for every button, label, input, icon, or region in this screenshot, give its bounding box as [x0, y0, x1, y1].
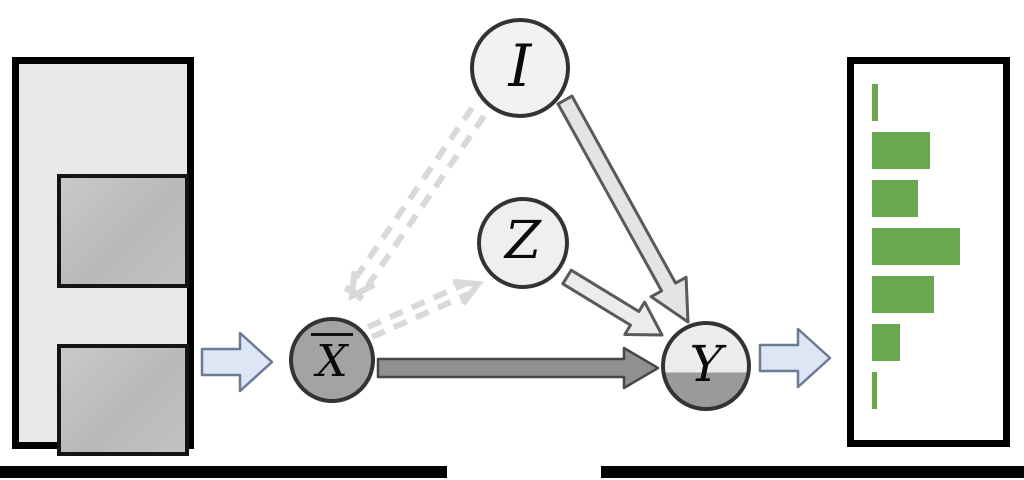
- input-images-panel: [12, 57, 194, 456]
- node-z: Z: [477, 197, 569, 289]
- bottom-rule-left: [0, 466, 447, 478]
- histogram-bar: [872, 132, 930, 169]
- histogram-bar: [872, 228, 960, 265]
- input-image-thumbnail: [57, 174, 189, 288]
- node-z-label: Z: [504, 211, 542, 271]
- node-i: I: [470, 18, 570, 118]
- edge-i-to-xbar-dashed-arrow: [343, 106, 487, 302]
- histogram-bar: [872, 84, 878, 121]
- edge-xbar-to-y-arrow: [376, 346, 660, 390]
- output-bars: [872, 84, 992, 409]
- node-xbar: X: [289, 317, 375, 403]
- input-image-thumbnail: [57, 344, 189, 456]
- flow-arrow-y-to-output: [758, 327, 832, 389]
- histogram-bar: [872, 372, 877, 409]
- histogram-bar: [872, 276, 934, 313]
- edge-z-to-y-arrow: [561, 268, 664, 337]
- node-y: Y: [661, 321, 751, 411]
- bottom-rule-right: [601, 466, 1024, 478]
- edge-xbar-to-z-dashed-arrow: [366, 276, 484, 340]
- edge-i-to-y-arrow: [556, 94, 690, 324]
- node-i-label: I: [508, 32, 532, 100]
- node-y-label: Y: [689, 335, 723, 393]
- node-xbar-label: X: [311, 332, 353, 384]
- histogram-bar: [872, 180, 918, 217]
- histogram-bar: [872, 324, 900, 361]
- flow-arrow-input-to-xbar: [200, 331, 274, 393]
